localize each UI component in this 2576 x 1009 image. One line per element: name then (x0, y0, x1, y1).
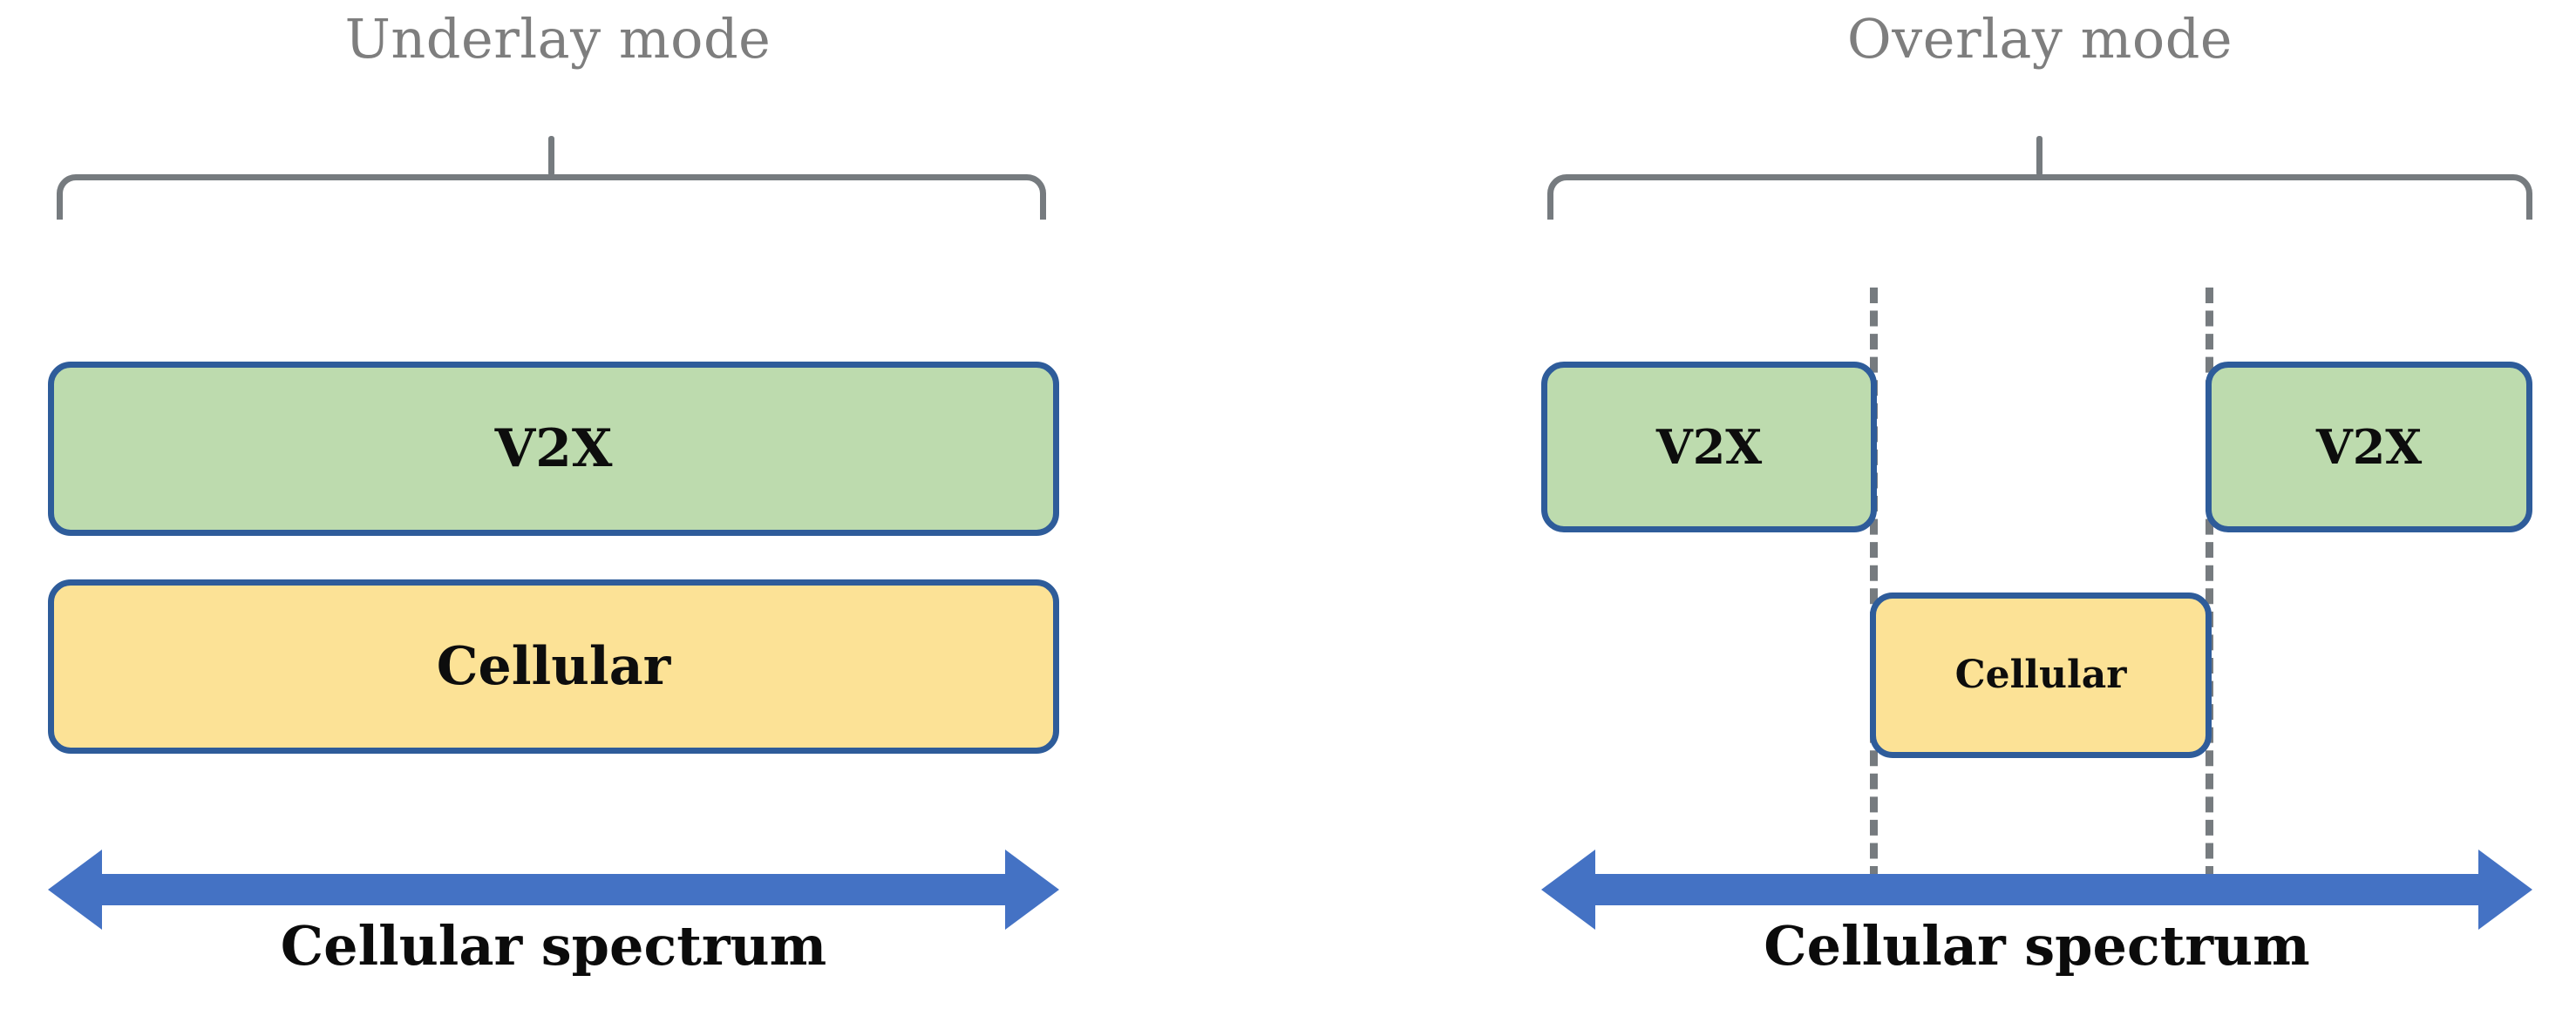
overlay-v2x-block-right: V2X (2206, 362, 2532, 532)
underlay-mode-panel: Underlay mode V2X Cellular Cellular spec… (48, 7, 1059, 978)
underlay-v2x-label: V2X (494, 418, 613, 479)
brace-center-tick (548, 136, 554, 176)
overlay-dashed-line-left (1870, 288, 1878, 882)
underlay-spectrum-arrow (48, 850, 1059, 930)
underlay-v2x-block: V2X (48, 362, 1059, 536)
arrow-shaft (1587, 874, 2487, 905)
overlay-cellular-label: Cellular (1954, 653, 2127, 697)
underlay-axis-label: Cellular spectrum (280, 914, 827, 978)
arrow-head-left-icon (1541, 850, 1595, 930)
arrow-head-right-icon (1005, 850, 1059, 930)
underlay-cellular-block: Cellular (48, 579, 1059, 754)
underlay-mode-title: Underlay mode (344, 7, 771, 71)
brace-center-tick (2036, 136, 2042, 176)
underlay-cellular-label: Cellular (436, 636, 671, 697)
overlay-mode-title: Overlay mode (1846, 7, 2233, 71)
overlay-axis-label: Cellular spectrum (1764, 914, 2310, 978)
arrow-head-left-icon (48, 850, 102, 930)
overlay-mode-panel: Overlay mode V2X V2X Cellular Cellular s… (1288, 0, 2576, 1009)
overlay-v2x-label-left: V2X (1655, 419, 1763, 475)
overlay-v2x-label-right: V2X (2315, 419, 2423, 475)
overlay-v2x-block-left: V2X (1541, 362, 1877, 532)
arrow-head-right-icon (2478, 850, 2532, 930)
arrow-shaft (93, 874, 1014, 905)
overlay-spectrum-arrow (1541, 850, 2532, 930)
overlay-dashed-line-right (2206, 288, 2213, 882)
overlay-cellular-block: Cellular (1870, 593, 2212, 758)
